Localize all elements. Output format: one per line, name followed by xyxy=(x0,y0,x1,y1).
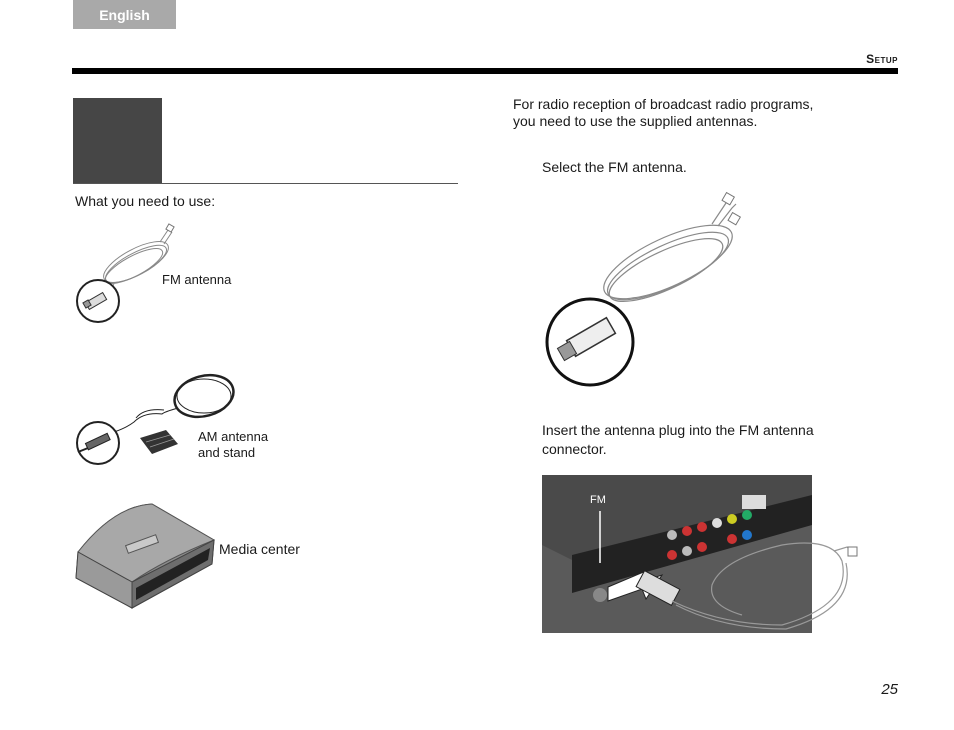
language-tab[interactable]: English xyxy=(73,0,176,29)
chapter-rule xyxy=(73,183,458,184)
fm-antenna-large-illustration xyxy=(545,191,742,387)
am-antenna-illustration xyxy=(76,373,235,465)
step-2-line-1: Insert the antenna plug into the FM ante… xyxy=(542,422,814,438)
chapter-block xyxy=(73,98,162,184)
am-antenna-label-line2: and stand xyxy=(198,445,256,460)
intro-line-1: For radio reception of broadcast radio p… xyxy=(513,96,814,112)
step-1-text: Select the FM antenna. xyxy=(542,159,687,175)
fm-callout-label: FM xyxy=(590,494,606,506)
fm-antenna-illustration xyxy=(76,223,175,323)
intro-line-2: you need to use the supplied antennas. xyxy=(513,113,758,129)
media-center-label: Media center xyxy=(219,541,300,557)
step-2-line-2: connector. xyxy=(542,441,607,457)
header-rule xyxy=(72,68,898,74)
am-antenna-label-line1: AM antenna xyxy=(198,429,269,444)
rear-panel-illustration: FM xyxy=(542,475,858,633)
page-number: 25 xyxy=(881,681,898,698)
media-center-illustration xyxy=(75,503,216,609)
section-title: Setup xyxy=(866,52,898,66)
fm-antenna-label: FM antenna xyxy=(162,272,232,287)
need-label: What you need to use: xyxy=(75,193,216,209)
